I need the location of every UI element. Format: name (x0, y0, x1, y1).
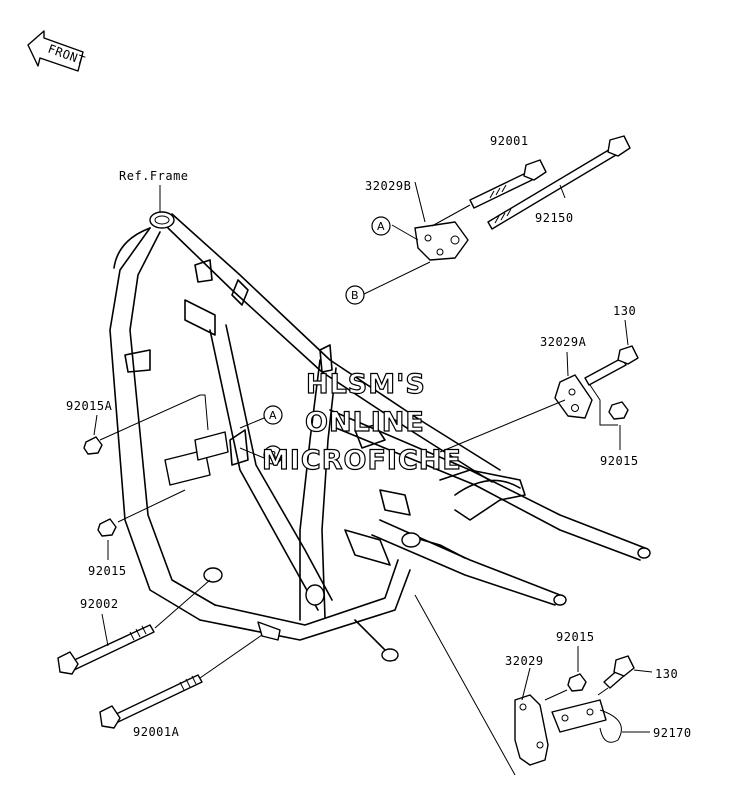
svg-text:B: B (351, 289, 359, 302)
bolt-130-bottom (603, 655, 635, 689)
bolt-130-top (584, 345, 639, 386)
front-arrow-icon: FRONT (27, 30, 87, 72)
label-92015-bottom: 92015 (556, 630, 595, 644)
svg-text:A: A (377, 220, 385, 233)
nut-92015-bottom (567, 673, 587, 692)
bolt-92150 (487, 135, 631, 230)
label-32029a: 32029A (540, 335, 587, 349)
label-92001: 92001 (490, 134, 529, 148)
callout-b-frame: B (263, 445, 283, 465)
motorcycle-frame (109, 211, 651, 662)
label-130-bottom: 130 (655, 667, 678, 681)
watermark: HLSM'S ONLINE MICROFICHE (261, 368, 462, 476)
watermark-line1: HLSM'S (306, 369, 426, 400)
label-92150: 92150 (535, 211, 574, 225)
label-ref-frame: Ref.Frame (119, 169, 189, 183)
label-32029b: 32029B (365, 179, 411, 193)
callout-a-top: A (371, 216, 391, 236)
label-130-top: 130 (613, 304, 636, 318)
watermark-line3: MICROFICHE (262, 445, 462, 476)
callout-a-frame: A (263, 405, 283, 425)
nut-92015a (83, 436, 103, 455)
callout-b-top: B (345, 285, 365, 305)
watermark-line2: ONLINE (305, 407, 425, 438)
nut-92015-right (608, 401, 629, 420)
bolt-92002 (57, 624, 155, 675)
bracket-32029b (414, 221, 469, 261)
plate-92170 (551, 699, 622, 743)
label-92015-right: 92015 (600, 454, 639, 468)
svg-text:B: B (269, 449, 277, 462)
label-92170: 92170 (653, 726, 692, 740)
nut-92015-left (97, 518, 117, 537)
label-92002: 92002 (80, 597, 119, 611)
bracket-32029 (514, 694, 549, 766)
label-92001a: 92001A (133, 725, 180, 739)
bolt-92001 (469, 159, 547, 209)
svg-text:A: A (269, 409, 277, 422)
bracket-32029a (554, 374, 593, 419)
label-92015a: 92015A (66, 399, 113, 413)
bolt-92001a (99, 674, 203, 729)
label-32029: 32029 (505, 654, 544, 668)
label-92015-left: 92015 (88, 564, 127, 578)
